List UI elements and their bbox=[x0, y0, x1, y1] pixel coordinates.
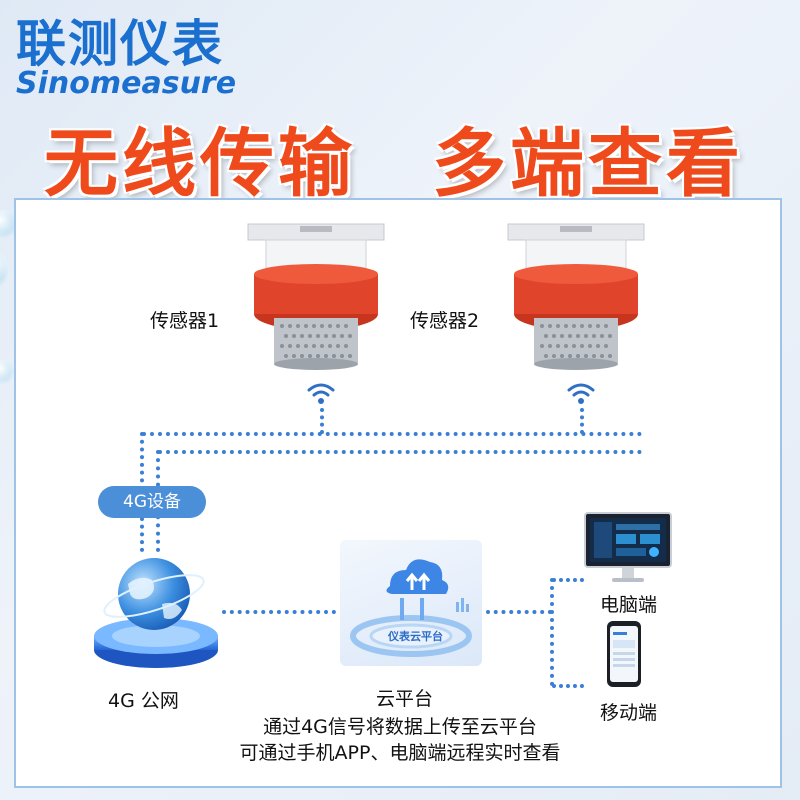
link-line bbox=[552, 578, 584, 582]
cloud-platform-label: 云平台 bbox=[376, 688, 434, 710]
smartphone-icon bbox=[607, 621, 641, 687]
decor-bubble bbox=[0, 210, 18, 238]
4g-device-badge: 4G设备 bbox=[98, 486, 206, 518]
decor-bubble bbox=[0, 360, 14, 384]
brand-name-cn: 联测仪表 bbox=[16, 15, 224, 73]
sensor-2-device bbox=[507, 223, 645, 370]
link-line bbox=[222, 610, 336, 614]
pc-client-label: 电脑端 bbox=[600, 594, 658, 616]
cloud-upload-icon bbox=[350, 559, 472, 657]
link-line bbox=[486, 610, 552, 614]
link-line bbox=[550, 578, 554, 686]
link-line bbox=[580, 408, 584, 434]
cloud-platform-card: 仪表云平台 bbox=[340, 540, 482, 666]
mobile-client-label: 移动端 bbox=[600, 702, 658, 724]
caption-line-1: 通过4G信号将数据上传至云平台 bbox=[263, 716, 537, 738]
decor-bubble bbox=[0, 250, 8, 288]
sensor-2-label: 传感器2 bbox=[410, 310, 480, 332]
wifi-signal-icon bbox=[307, 383, 335, 404]
link-line bbox=[320, 408, 324, 434]
headline-right: 多端查看 bbox=[432, 121, 744, 207]
globe-icon bbox=[94, 558, 218, 668]
headline-left: 无线传输 bbox=[44, 121, 356, 207]
brand-name-en: Sinomeasure bbox=[16, 66, 237, 101]
link-line bbox=[142, 432, 642, 436]
sensor-1-label: 传感器1 bbox=[150, 310, 220, 332]
sensor-1-device bbox=[247, 223, 385, 370]
wifi-signal-icon bbox=[567, 383, 595, 404]
caption-line-2: 可通过手机APP、电脑端远程实时查看 bbox=[239, 742, 561, 764]
link-line bbox=[552, 684, 584, 688]
cloud-card-text: 仪表云平台 bbox=[388, 630, 443, 643]
4g-public-network-label: 4G 公网 bbox=[108, 690, 179, 712]
link-line bbox=[158, 450, 642, 454]
monitor-icon bbox=[584, 512, 672, 582]
